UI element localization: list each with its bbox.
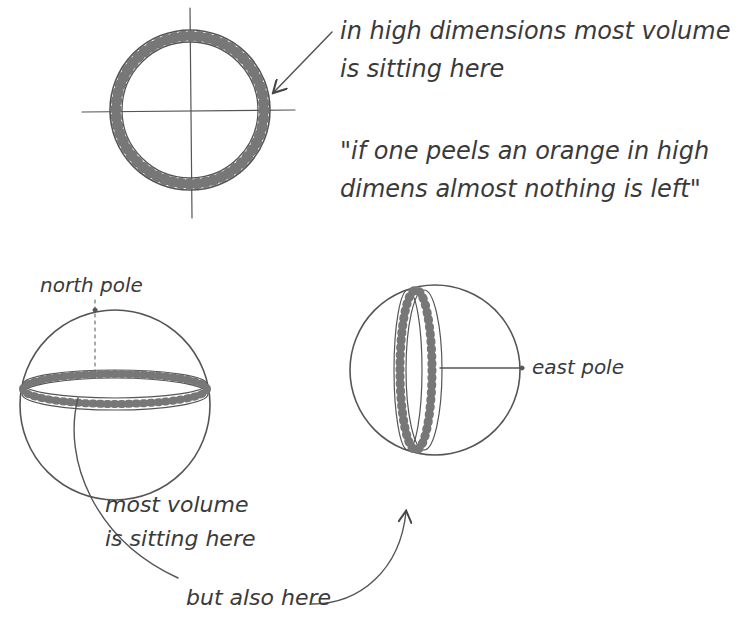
- sphere-outline: [350, 285, 520, 455]
- note-text: in high dimensions most volume is sittin…: [340, 12, 735, 88]
- outer-circle: [110, 30, 270, 190]
- leader-line: [274, 32, 332, 92]
- band-hatching: [23, 374, 207, 404]
- east-pole-dot: [520, 366, 524, 370]
- sphere-outline: [20, 310, 210, 500]
- note-text: but also here: [186, 584, 386, 612]
- note-text: most volume is sitting here: [105, 488, 265, 556]
- north-pole-dot: [93, 308, 97, 312]
- inner-circle: [122, 42, 258, 178]
- shell-hatching: [116, 36, 264, 184]
- pole-line: [440, 367, 522, 368]
- band-hatching: [400, 290, 432, 450]
- quote-text: "if one peels an orange in high dimens a…: [340, 132, 735, 208]
- pole-label: east pole: [532, 354, 732, 380]
- pole-label: north pole: [40, 272, 190, 298]
